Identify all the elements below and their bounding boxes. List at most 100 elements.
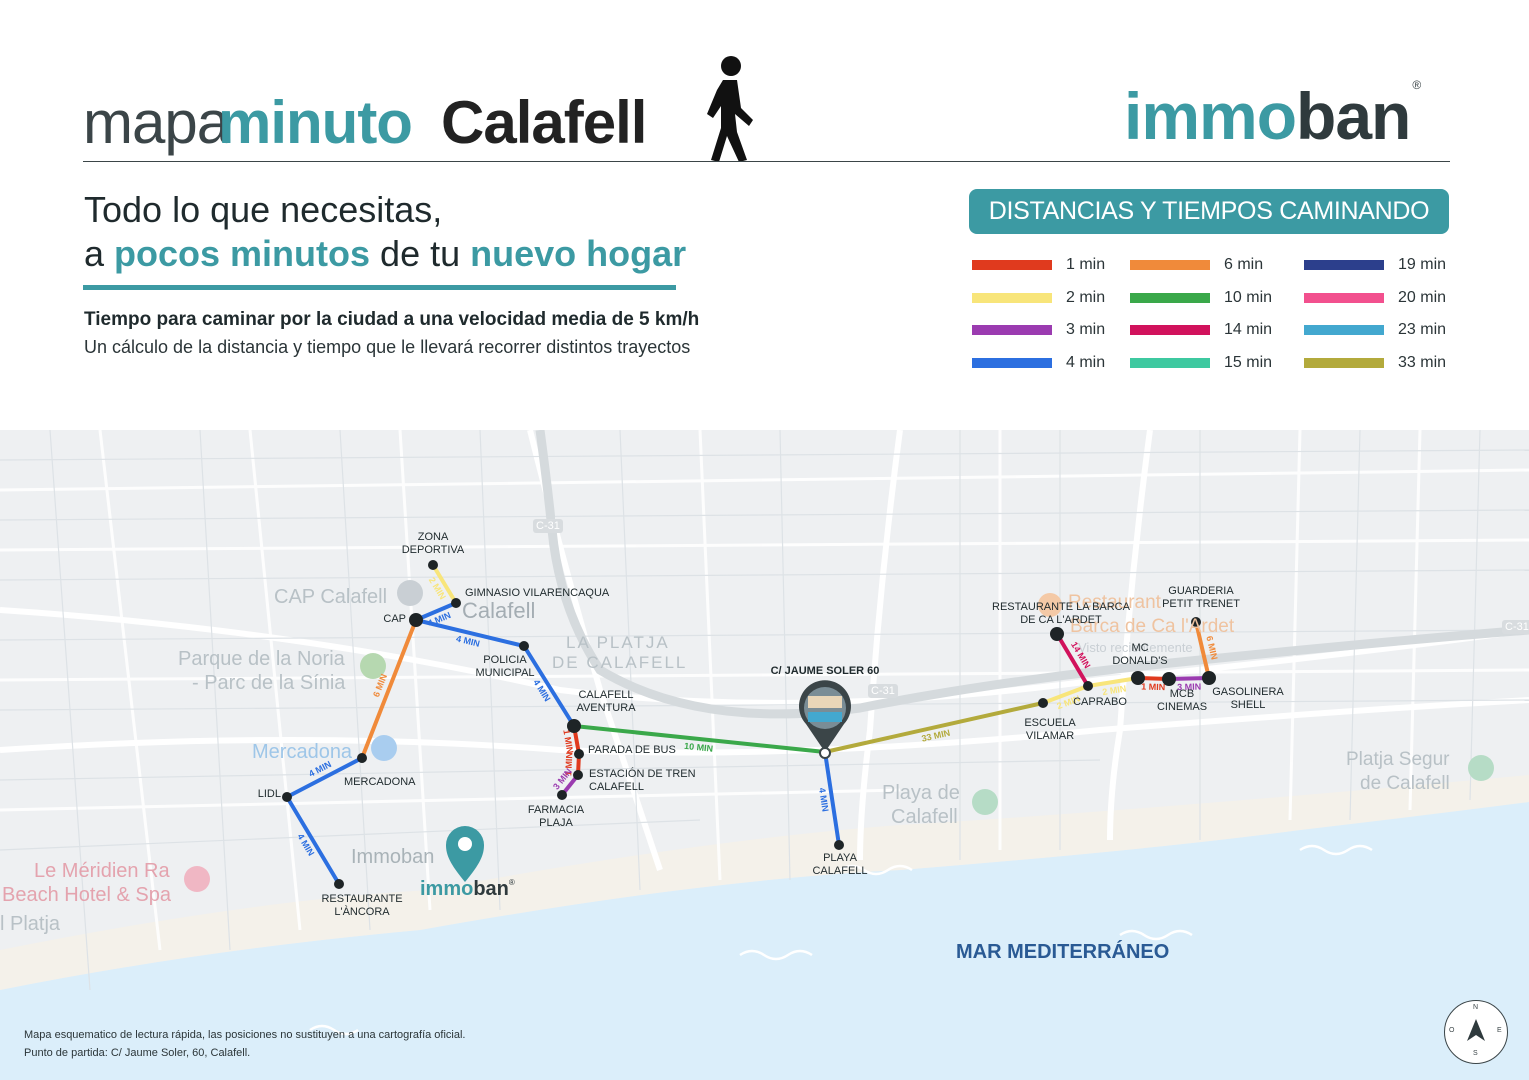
poi-caprabo[interactable]: CAPRABO xyxy=(1073,696,1127,708)
label-mercadona-google: Mercadona xyxy=(252,741,353,763)
road-shield-c31: C-31 xyxy=(868,684,898,698)
tagline-pocos-minutos: pocos minutos xyxy=(114,233,371,274)
disclaimer: Mapa esquematico de lectura rápida, las … xyxy=(24,1026,465,1062)
walking-person-icon xyxy=(707,56,753,162)
route-caprabo_mc xyxy=(1086,676,1140,688)
map-logo-reg: ® xyxy=(508,878,515,887)
node-gim xyxy=(451,598,461,608)
header-divider xyxy=(83,161,1450,162)
beach-icon xyxy=(972,789,998,815)
legend-label: 19 min xyxy=(1398,256,1447,273)
node-guarderia xyxy=(1191,617,1201,627)
label-parc-sinia: - Parc de la Sínia xyxy=(192,672,346,694)
tagline-nuevo-hogar: nuevo hogar xyxy=(470,233,687,274)
legend-item: 3 min xyxy=(972,321,1105,339)
label-calafell: Calafell xyxy=(462,598,536,623)
route-label-jaume_playa: 4 MIN xyxy=(817,787,830,812)
node-bus xyxy=(574,749,584,759)
route-jaume_playa xyxy=(823,750,841,847)
legend-swatch xyxy=(1304,357,1384,368)
compass-arrow-icon xyxy=(1467,1019,1485,1041)
disclaimer-line1: Mapa esquematico de lectura rápida, las … xyxy=(24,1029,466,1041)
node-lidl xyxy=(282,792,292,802)
map-logo-immo: immo xyxy=(420,878,474,900)
legend-swatch xyxy=(972,325,1052,335)
label-cap-calafell: CAP Calafell xyxy=(274,586,388,608)
legend-item: 15 min xyxy=(1130,354,1272,372)
title-city: Calafell xyxy=(441,89,647,156)
label-beach-hotel: Beach Hotel & Spa xyxy=(2,884,171,906)
compass-e: E xyxy=(1497,1027,1502,1034)
legend-label: 33 min xyxy=(1398,353,1447,371)
tagline-underline xyxy=(83,285,676,290)
immoban-logo: immoban® xyxy=(1124,78,1421,154)
poi-gimnasio[interactable]: GIMNASIO VILARENCAQUA xyxy=(465,587,610,599)
legend-swatch xyxy=(1130,260,1210,270)
hospital-icon xyxy=(397,580,423,606)
legend-swatch xyxy=(1304,292,1384,303)
immoban-map-logo: immoban® xyxy=(420,878,515,901)
legend-label: 2 min xyxy=(1066,288,1106,306)
subtitle-regular: Un cálculo de la distancia y tiempo que … xyxy=(84,337,691,357)
title-mapa: mapa xyxy=(83,89,230,156)
route-cap_policia xyxy=(414,618,526,648)
node-mc xyxy=(1131,671,1145,685)
hotel-icon xyxy=(184,866,210,892)
node-escuela xyxy=(1038,698,1048,708)
route-gas_guarderia xyxy=(1194,620,1211,680)
node-gas xyxy=(1202,671,1216,685)
tagline-line2: a pocos minutos de tu nuevo hogar xyxy=(84,232,686,276)
poi-jaume-soler[interactable]: C/ JAUME SOLER 60 xyxy=(770,665,880,677)
sea-label: MAR MEDITERRÁNEO xyxy=(956,941,1170,963)
legend-label: 20 min xyxy=(1398,288,1447,306)
route-label-zona_gim: 2 MIN xyxy=(427,575,448,601)
poi-cap[interactable]: CAP xyxy=(383,613,406,625)
node-mcb xyxy=(1162,672,1176,686)
tagline-a: a xyxy=(84,233,115,274)
disclaimer-line2: Punto de partida: C/ Jaume Soler, 60, Ca… xyxy=(24,1047,251,1059)
poi-lidl[interactable]: LIDL xyxy=(257,788,281,800)
legend-item: 23 min xyxy=(1304,321,1446,339)
label-platja-segur: Platja Segur xyxy=(1346,749,1450,770)
poi-mercadona[interactable]: MERCADONA xyxy=(344,776,416,788)
label-restaurant-google: Restaurant xyxy=(1068,592,1161,613)
label-segur-calafell: de Calafell xyxy=(1360,773,1450,794)
legend-label: 4 min xyxy=(1066,353,1106,371)
poi-parada-bus[interactable]: PARADA DE BUS xyxy=(588,744,676,756)
logo-registered: ® xyxy=(1412,78,1421,92)
legend-item: 1 min xyxy=(972,256,1105,274)
label-playa-de: Playa de xyxy=(882,782,960,804)
logo-immo: immo xyxy=(1124,79,1297,153)
route-zona_gim xyxy=(431,563,458,605)
route-label-mcb_gas: 3 MIN xyxy=(1177,682,1201,693)
legend-label: 15 min xyxy=(1224,353,1273,371)
node-barca xyxy=(1050,627,1064,641)
label-platja: l Platja xyxy=(0,913,61,935)
label-barca-google: Barca de Ca l'Ardet xyxy=(1070,616,1235,637)
compass-icon: N S E O xyxy=(1444,1000,1508,1064)
route-jaume_escuela xyxy=(823,701,1045,754)
node-caprabo xyxy=(1083,681,1093,691)
title-minuto: minuto xyxy=(218,89,413,156)
node-zona xyxy=(428,560,438,570)
logo-ban: ban xyxy=(1296,79,1411,153)
legend-item: 19 min xyxy=(1304,256,1446,274)
route-policia_aventura xyxy=(522,644,576,728)
compass-o: O xyxy=(1449,1027,1455,1034)
route-caprabo_barca xyxy=(1055,632,1090,688)
